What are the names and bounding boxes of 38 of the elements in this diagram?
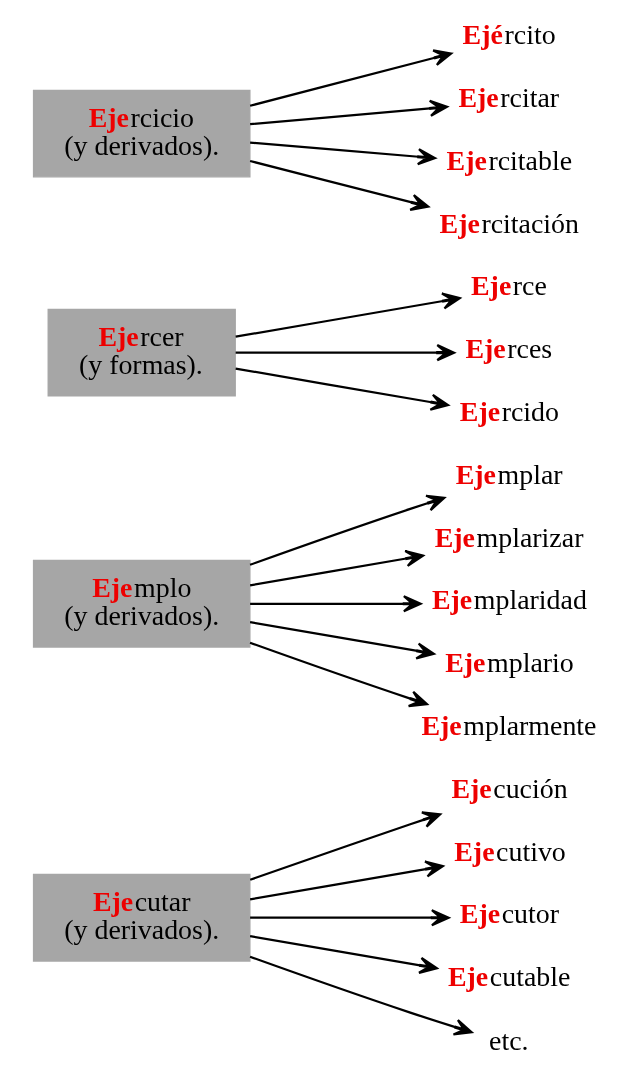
node-box: Ejemplo (y derivados). [32, 559, 251, 648]
node-text: Ejerce [470, 270, 547, 302]
node-text: Ejercitar [457, 82, 559, 114]
node-text: Ejemplarizar [434, 521, 583, 553]
arrow [249, 955, 473, 1036]
node-text: Ejecutivo [453, 835, 566, 867]
node-text: Ejército [462, 19, 556, 51]
arrow [249, 811, 441, 881]
node-text: Ejercitación [439, 207, 579, 239]
node-text: Ejercitable [446, 144, 572, 176]
arrow [249, 595, 422, 613]
arrow [249, 549, 424, 587]
arrow [249, 141, 436, 166]
arrow [249, 99, 448, 126]
node-text: Ejerces [464, 333, 552, 365]
node-text: Ejemplarmente [420, 709, 597, 741]
arrow [249, 909, 450, 927]
node-text: Ejecutable [447, 961, 570, 993]
node-text: etc. [488, 1025, 529, 1057]
arrow [249, 159, 429, 211]
arrow [234, 292, 461, 338]
node-text: Ejemplaridad [431, 584, 587, 616]
arrow [235, 344, 455, 362]
arrow [249, 641, 428, 708]
node-text: Ejemplar [455, 458, 563, 490]
arrow [234, 367, 449, 411]
node-text: Ejercido [459, 396, 559, 428]
arrow [249, 860, 444, 901]
arrow [249, 935, 438, 974]
node-box: Ejercicio (y derivados). [32, 89, 251, 178]
node-box: Ejecutar (y derivados). [32, 873, 251, 962]
arrow [249, 494, 445, 566]
arrow [249, 49, 452, 107]
node-text: Ejecución [450, 772, 568, 804]
node-text: Ejecutor [459, 898, 559, 930]
arrow [249, 621, 435, 660]
node-box: Ejercer (y formas). [47, 308, 236, 397]
node-text: Ejemplario [444, 647, 574, 679]
